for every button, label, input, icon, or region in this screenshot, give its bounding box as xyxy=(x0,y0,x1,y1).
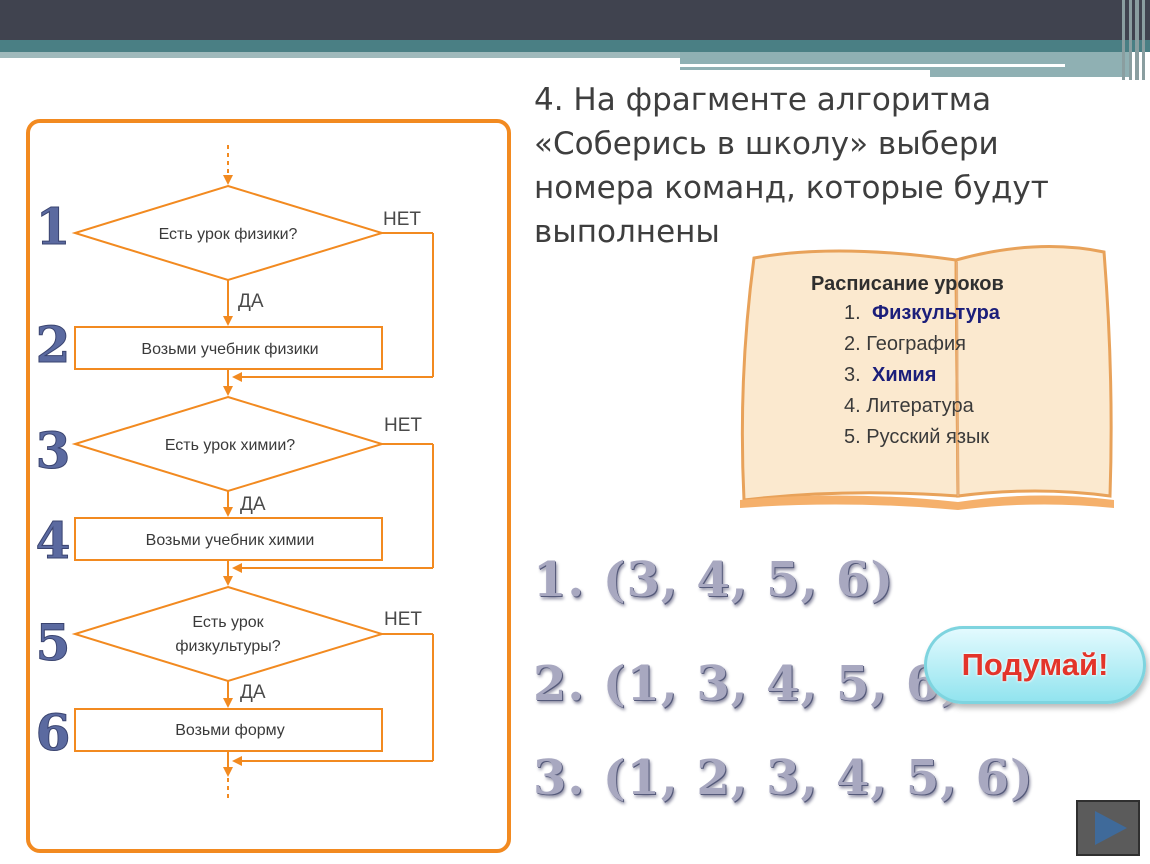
action-6-label: Возьми форму xyxy=(175,722,285,739)
header-stripe-light xyxy=(0,52,680,58)
schedule-item-number: 3. xyxy=(844,364,861,386)
question-text: 4. На фрагменте алгоритма «Соберись в шк… xyxy=(534,78,1134,254)
algorithm-flowchart: Есть урок физики? Возьми учебник физики … xyxy=(26,119,511,853)
book-spine xyxy=(956,261,959,497)
step-number-5: 5 xyxy=(36,613,71,672)
schedule-item: 4. Литература xyxy=(844,395,975,417)
step-number-1: 1 xyxy=(36,197,71,256)
step-number-6: 6 xyxy=(36,703,71,762)
answer-option-3[interactable]: 3. (1, 2, 3, 4, 5, 6) xyxy=(533,750,1034,806)
decision-5-label-line2: физкультуры? xyxy=(175,638,280,655)
next-slide-button[interactable] xyxy=(1076,800,1140,856)
answer-option-1[interactable]: 1. (3, 4, 5, 6) xyxy=(533,552,895,608)
action-6-shape xyxy=(74,708,383,752)
question-line: номера команд, которые будут xyxy=(534,170,1049,206)
schedule-item-highlight: Физкультура xyxy=(872,302,1001,324)
decision-3-label: Есть урок химии? xyxy=(165,437,295,454)
header-stripe xyxy=(0,40,1150,52)
flowchart-frame xyxy=(26,119,511,853)
question-line: 4. На фрагменте алгоритма xyxy=(534,82,992,118)
no-label: НЕТ xyxy=(384,609,422,630)
schedule-book: Расписание уроков 1. Физкультура 2. Геог… xyxy=(740,245,1114,510)
question-line: выполнены xyxy=(534,214,720,250)
action-4-label: Возьми учебник химии xyxy=(146,532,315,549)
no-label: НЕТ xyxy=(383,209,421,230)
hint-button-label: Подумай! xyxy=(961,647,1109,682)
question-line: «Соберись в школу» выбери xyxy=(534,126,999,162)
hint-button[interactable]: Подумай! xyxy=(924,626,1146,704)
yes-label: ДА xyxy=(238,291,264,312)
book-cover xyxy=(740,495,1114,510)
header-stripe-line xyxy=(680,64,1065,67)
no-label: НЕТ xyxy=(384,415,422,436)
step-number-3: 3 xyxy=(36,421,71,480)
decision-5-label-line1: Есть урок xyxy=(192,614,264,631)
header-vertical-bars xyxy=(1118,0,1150,80)
schedule-item: 2. География xyxy=(844,333,966,355)
book-page-right xyxy=(954,245,1113,498)
schedule-item: 5. Русский язык xyxy=(844,426,989,448)
answer-option-2[interactable]: 2. (1, 3, 4, 5, 6) xyxy=(533,656,964,712)
decision-1-label: Есть урок физики? xyxy=(159,226,298,243)
action-4-shape xyxy=(74,517,383,561)
schedule-item-highlight: Химия xyxy=(872,364,936,386)
header-stripe-line xyxy=(680,70,930,78)
top-bar xyxy=(0,0,1150,40)
step-number-4: 4 xyxy=(36,511,71,570)
book-page-left xyxy=(740,249,960,502)
play-triangle-icon xyxy=(1095,811,1127,845)
step-number-2: 2 xyxy=(36,315,71,374)
schedule-item-number: 1. xyxy=(844,302,861,324)
schedule-title: Расписание уроков xyxy=(811,273,1004,295)
action-2-label: Возьми учебник физики xyxy=(141,341,318,358)
yes-label: ДА xyxy=(240,494,266,515)
yes-label: ДА xyxy=(240,682,266,703)
